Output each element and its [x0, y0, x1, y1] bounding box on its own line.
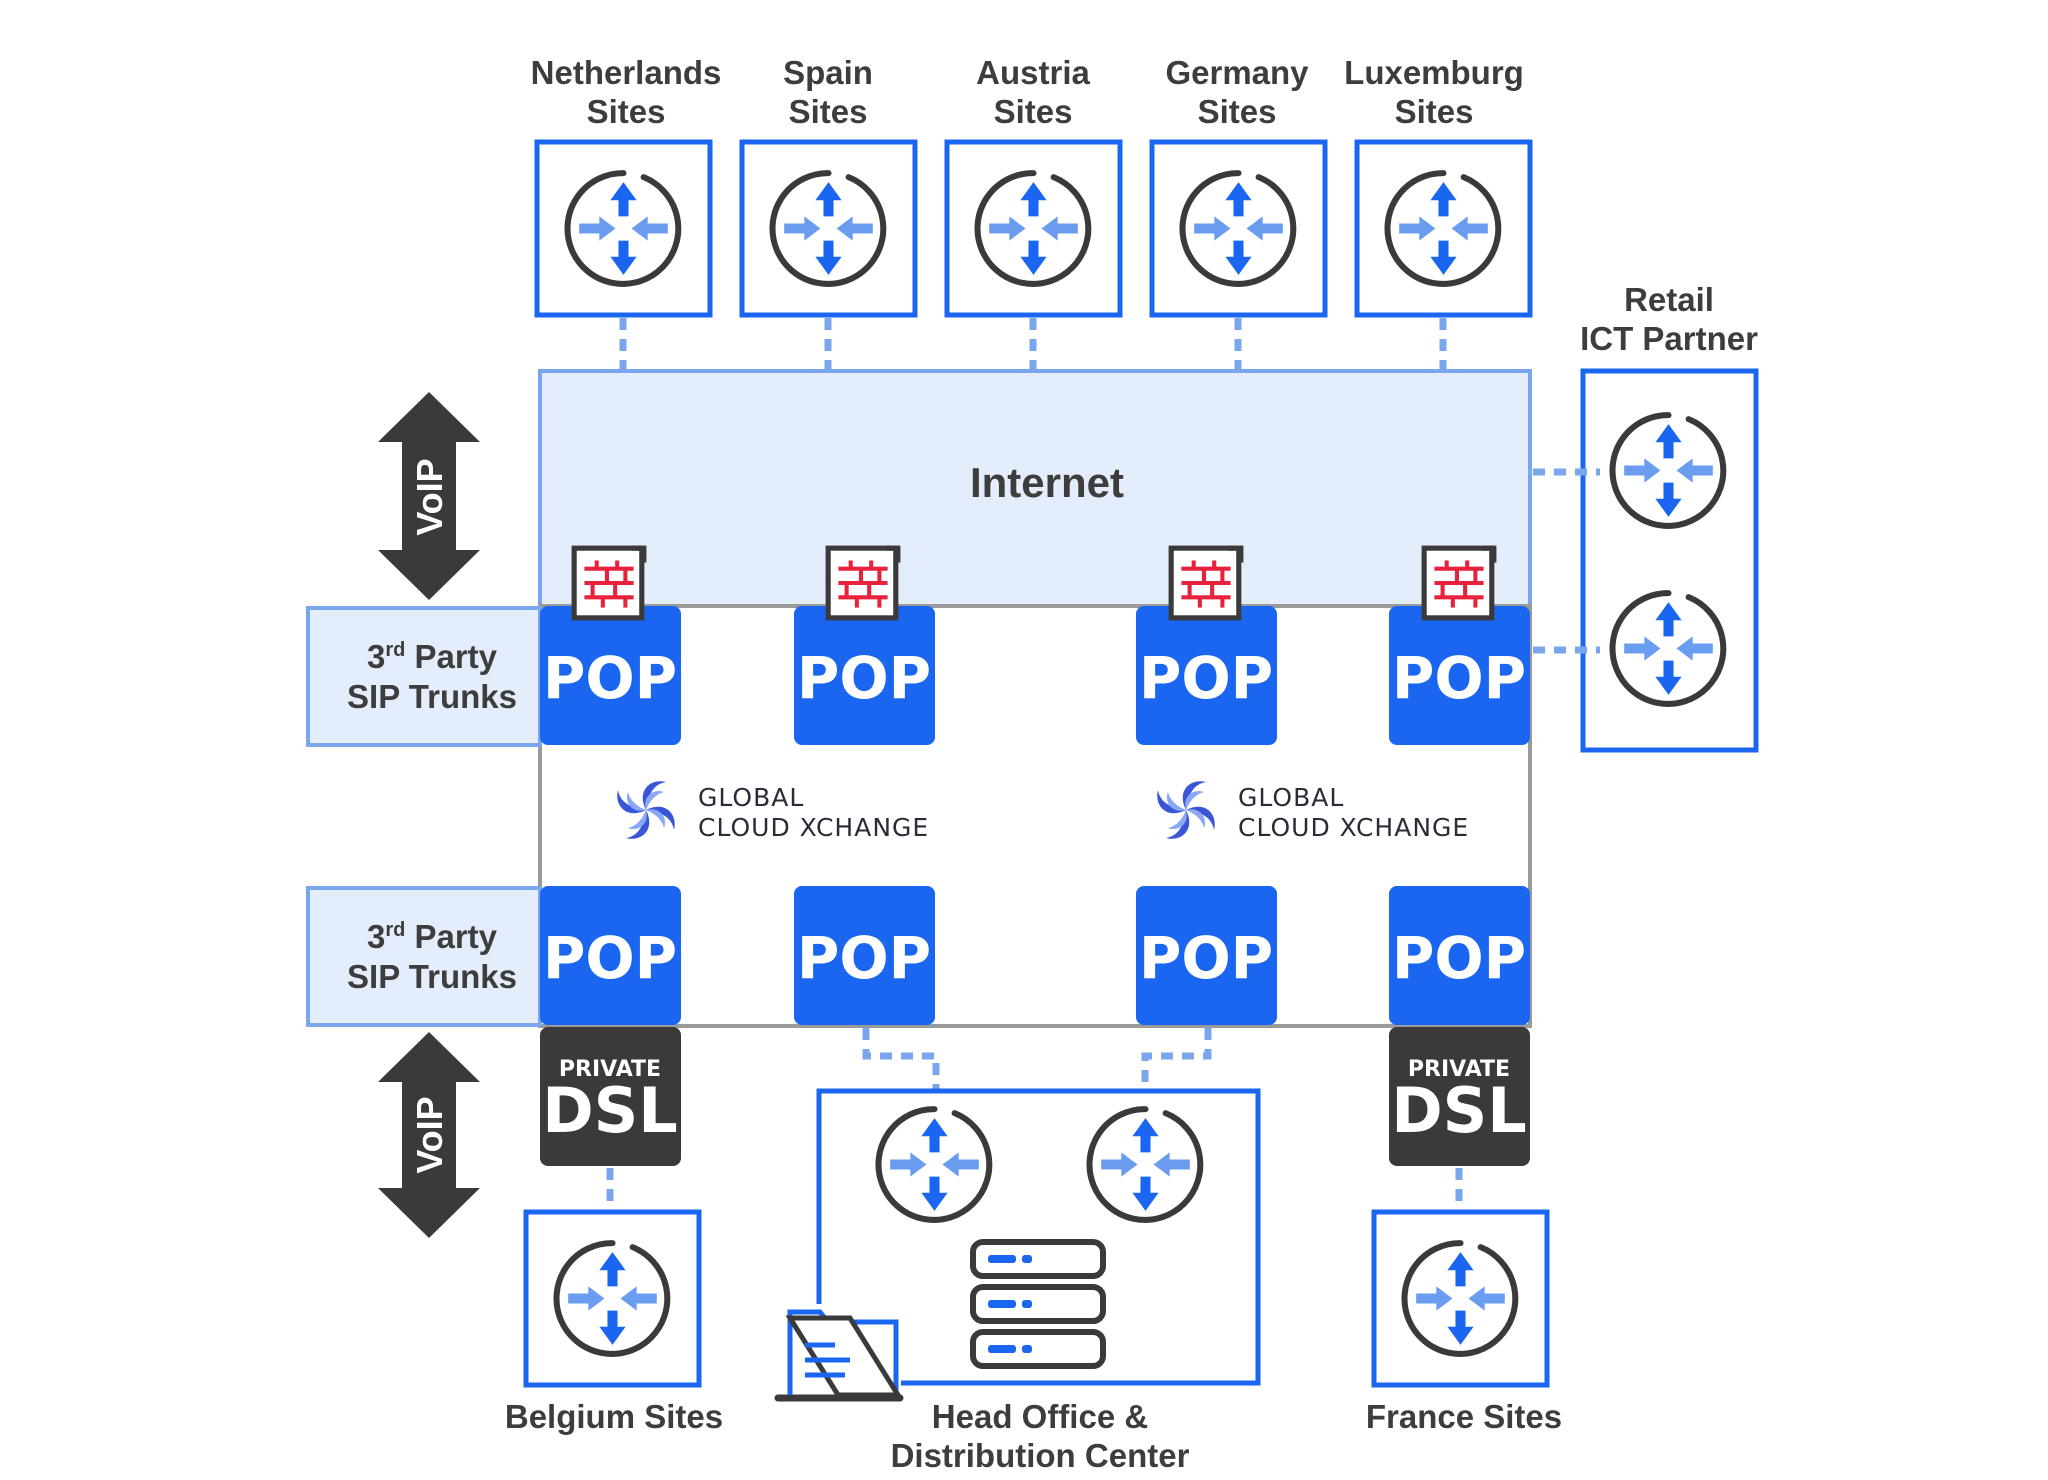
- top-connectors: [619, 318, 1447, 370]
- site-label-germany: Germany: [1165, 54, 1309, 91]
- site-label-luxemburg: Luxemburg: [1344, 54, 1524, 91]
- gcx-logo-right: GLOBAL CLOUD XCHANGE: [1157, 781, 1469, 842]
- pop-label: POP: [543, 644, 677, 712]
- site-label-netherlands-sub: Sites: [587, 93, 666, 130]
- gcx-logo-line2: CLOUD XCHANGE: [698, 813, 929, 842]
- pop-label: POP: [543, 924, 677, 992]
- pop-tile[interactable]: [794, 886, 935, 1025]
- pop-label: POP: [797, 924, 931, 992]
- gcx-core-box: [538, 604, 1532, 1028]
- bottom-connectors: [606, 1028, 1463, 1210]
- site-box-austria[interactable]: [944, 139, 1123, 318]
- site-label-luxemburg-sub: Sites: [1395, 93, 1474, 130]
- site-label-spain: Spain: [783, 54, 873, 91]
- pop-tile[interactable]: [540, 886, 681, 1025]
- link-line: [862, 1028, 940, 1090]
- internet-box[interactable]: [538, 369, 1532, 610]
- private-dsl-left: PRIVATE DSL: [540, 1027, 681, 1166]
- private-dsl-line1: PRIVATE: [559, 1057, 661, 1082]
- pop-row-bottom: POP POP POP POP: [540, 886, 1530, 1025]
- gcx-logo-line2: CLOUD XCHANGE: [1238, 813, 1469, 842]
- firewall-icon: [1171, 548, 1241, 618]
- site-label-belgium: Belgium Sites: [505, 1398, 723, 1435]
- retail-label: Retail: [1624, 281, 1714, 318]
- private-dsl-line2: DSL: [542, 1074, 678, 1147]
- pop-label: POP: [1139, 924, 1273, 992]
- voip-arrow-top: VoIP: [378, 392, 480, 600]
- site-label-austria-sub: Sites: [994, 93, 1073, 130]
- site-box-germany[interactable]: [1149, 139, 1328, 318]
- pop-tile[interactable]: [1389, 606, 1530, 745]
- pop-row-top: POP POP POP POP: [540, 606, 1530, 745]
- head-office-label-line1: Head Office &: [932, 1398, 1148, 1435]
- private-dsl-tile[interactable]: [540, 1027, 681, 1166]
- pop-tile[interactable]: [540, 606, 681, 745]
- pop-label: POP: [1392, 644, 1526, 712]
- site-label-austria: Austria: [976, 54, 1090, 91]
- folder-icon: [774, 1304, 904, 1402]
- firewall-icon: [574, 548, 644, 618]
- pop-label: POP: [797, 644, 931, 712]
- pop-tile[interactable]: [794, 606, 935, 745]
- top-site-boxes: [534, 139, 1533, 318]
- top-site-labels: Netherlands Sites Spain Sites Austria Si…: [531, 54, 1524, 130]
- sip-trunks-box-top[interactable]: [306, 606, 542, 747]
- pop-label: POP: [1139, 644, 1273, 712]
- voip-label-bottom: VoIP: [409, 1096, 450, 1173]
- server-stack-icon: [970, 1239, 1106, 1369]
- firewall-icon: [828, 548, 898, 618]
- pop-tile[interactable]: [1136, 606, 1277, 745]
- pop-tile[interactable]: [1389, 886, 1530, 1025]
- sip-trunks-line1-bottom: 3rd Party: [367, 918, 498, 955]
- site-label-germany-sub: Sites: [1198, 93, 1277, 130]
- site-box-belgium[interactable]: [523, 1209, 702, 1388]
- voip-arrow-bottom: VoIP: [378, 1032, 480, 1238]
- site-label-spain-sub: Sites: [789, 93, 868, 130]
- sip-trunks-line2-top: SIP Trunks: [347, 678, 517, 715]
- link-line: [1141, 1028, 1212, 1090]
- site-box-france[interactable]: [1371, 1209, 1550, 1388]
- pop-tile[interactable]: [1136, 886, 1277, 1025]
- firewall-icon: [1424, 548, 1494, 618]
- site-label-netherlands: Netherlands: [531, 54, 722, 91]
- retail-label-sub: ICT Partner: [1580, 320, 1758, 357]
- site-label-france: France Sites: [1366, 1398, 1562, 1435]
- sip-trunks-box-bottom[interactable]: [306, 886, 542, 1027]
- head-office-label-line2: Distribution Center: [891, 1437, 1190, 1474]
- gcx-logo-line1: GLOBAL: [1238, 783, 1344, 812]
- site-box-spain[interactable]: [739, 139, 918, 318]
- site-box-netherlands[interactable]: [534, 139, 713, 318]
- private-dsl-tile[interactable]: [1389, 1027, 1530, 1166]
- private-dsl-line1: PRIVATE: [1408, 1057, 1510, 1082]
- gcx-logo-line1: GLOBAL: [698, 783, 804, 812]
- internet-label: Internet: [970, 459, 1124, 506]
- sip-trunks-line2-bottom: SIP Trunks: [347, 958, 517, 995]
- pop-label: POP: [1392, 924, 1526, 992]
- private-dsl-line2: DSL: [1391, 1074, 1527, 1147]
- sip-trunks-line1-top: 3rd Party: [367, 638, 498, 675]
- voip-label-top: VoIP: [409, 458, 450, 535]
- gcx-logo-left: GLOBAL CLOUD XCHANGE: [617, 781, 929, 842]
- site-box-luxemburg[interactable]: [1354, 139, 1533, 318]
- private-dsl-right: PRIVATE DSL: [1389, 1027, 1530, 1166]
